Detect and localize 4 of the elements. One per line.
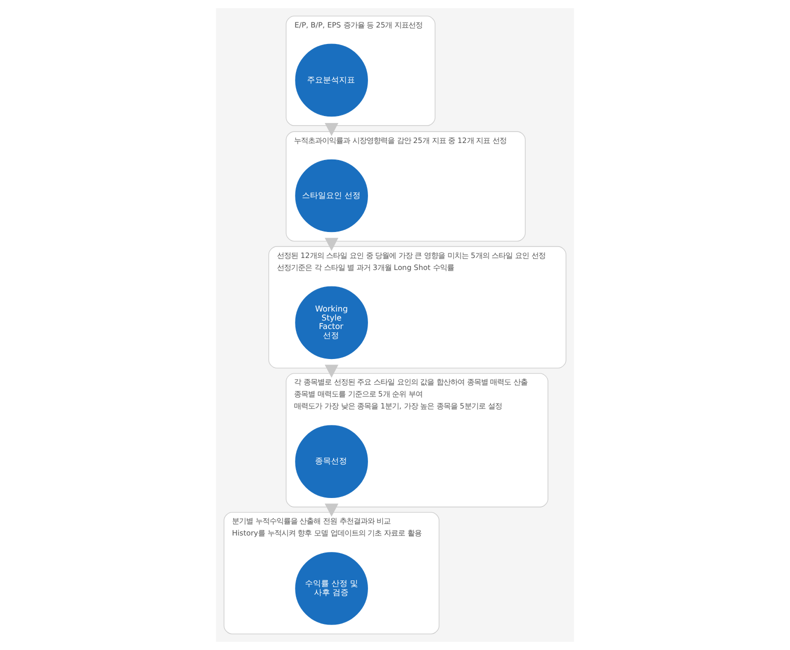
arrow	[324, 122, 338, 136]
arrow	[324, 364, 338, 378]
arrow	[324, 504, 338, 517]
arrow	[324, 238, 338, 251]
